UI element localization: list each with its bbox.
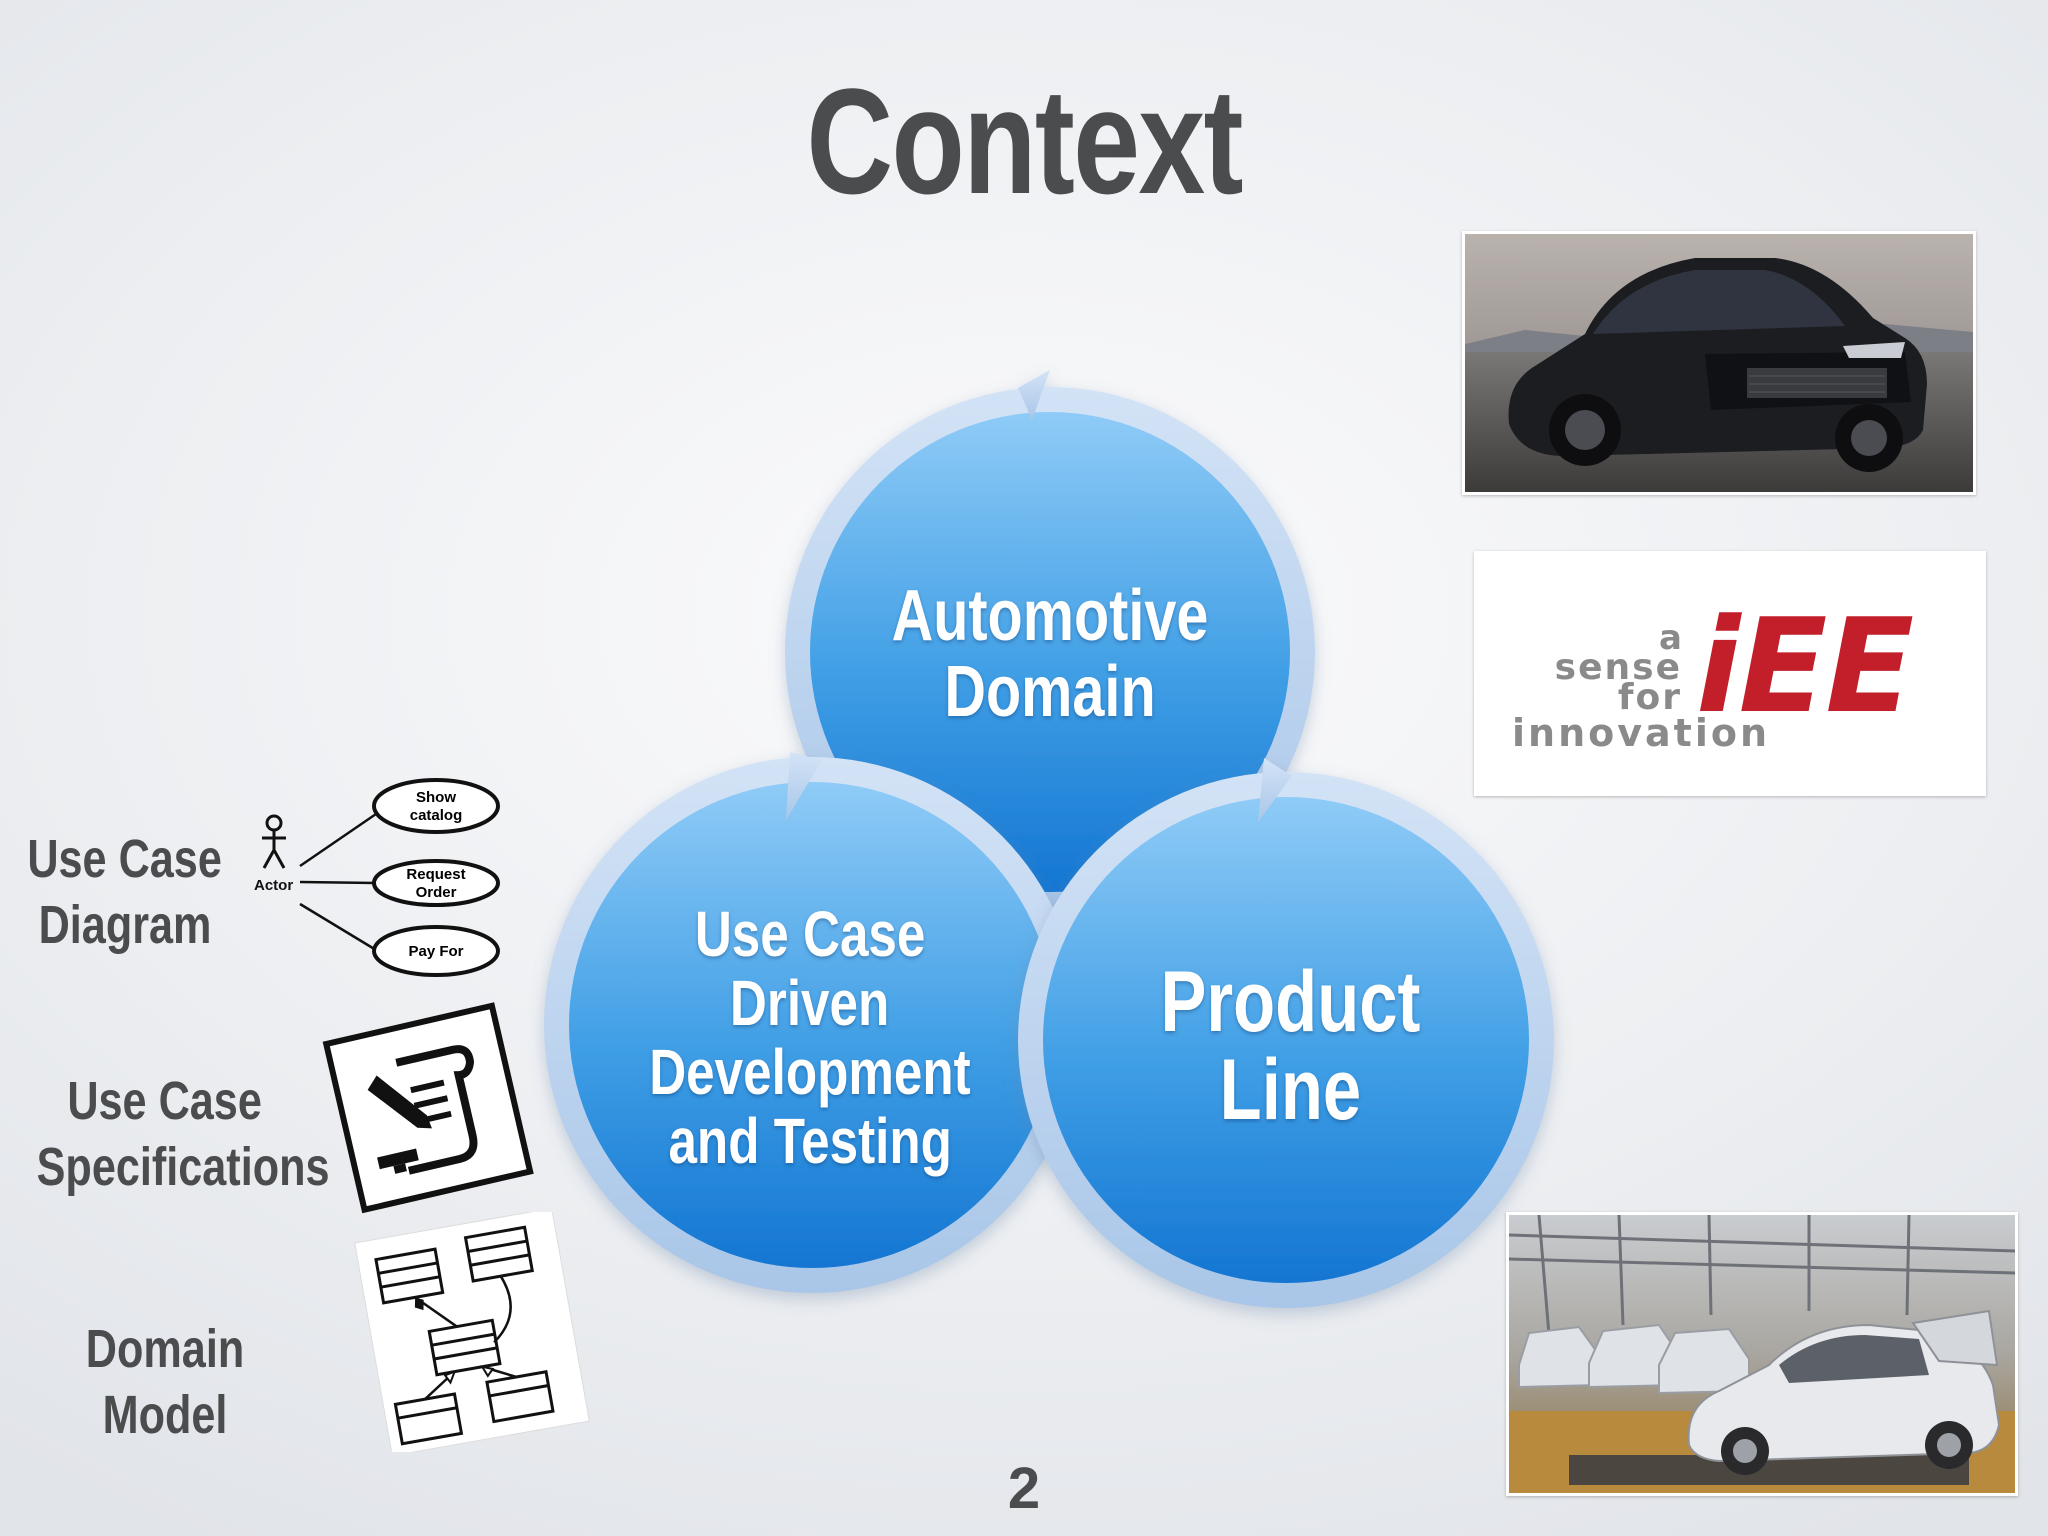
venn-circle-product-line — [1018, 758, 1554, 1308]
cycle-arrow-icon — [1258, 758, 1292, 822]
svg-text:Request: Request — [406, 866, 465, 883]
label-use-case-diagram: Use Case Diagram — [27, 829, 223, 955]
svg-text:sense: sense — [1555, 647, 1682, 688]
class-diagram-icon — [354, 1212, 590, 1452]
actor-label: Actor — [254, 877, 293, 894]
use-case-diagram-thumbnail: Actor Show catalog Request Order Pay For — [254, 778, 500, 977]
label-domain-model: Domain Model — [85, 1319, 245, 1445]
label-use-case-specifications: Use Case Specifications — [36, 1071, 330, 1197]
svg-text:innovation: innovation — [1512, 711, 1770, 755]
circle-label-product-line: Product Line — [1160, 954, 1420, 1138]
svg-text:Order: Order — [416, 884, 457, 901]
cycle-arrow-icon — [1018, 370, 1050, 420]
page-number: 2 — [1007, 1456, 1041, 1521]
venn-circle-use-case-driven — [544, 752, 1080, 1293]
cycle-arrow-icon — [786, 752, 822, 820]
slide-title: Context — [806, 57, 1243, 225]
black-sedan-photo — [1462, 231, 1976, 495]
svg-text:Show: Show — [416, 789, 456, 806]
svg-text:a: a — [1659, 618, 1682, 658]
circle-label-use-case-driven: Use Case Driven Development and Testing — [649, 898, 971, 1177]
iee-logo: a sense for innovation iEE — [1474, 551, 1986, 796]
actor-stick-figure-icon — [262, 814, 286, 869]
circle-label-automotive-domain: Automotive Domain — [891, 576, 1209, 732]
svg-text:Pay For: Pay For — [408, 943, 463, 960]
svg-text:for: for — [1618, 677, 1682, 718]
use-case-show-catalog: Show catalog — [372, 778, 500, 834]
use-case-request-order: Request Order — [372, 859, 500, 907]
iee-logo-graphic: a sense for innovation iEE — [1512, 590, 1915, 755]
use-case-pay-for: Pay For — [372, 925, 500, 977]
svg-text:catalog: catalog — [410, 807, 463, 824]
car-assembly-line-photo — [1506, 1212, 2018, 1496]
contract-signing-icon — [322, 1002, 534, 1214]
svg-text:iEE: iEE — [1696, 590, 1913, 742]
